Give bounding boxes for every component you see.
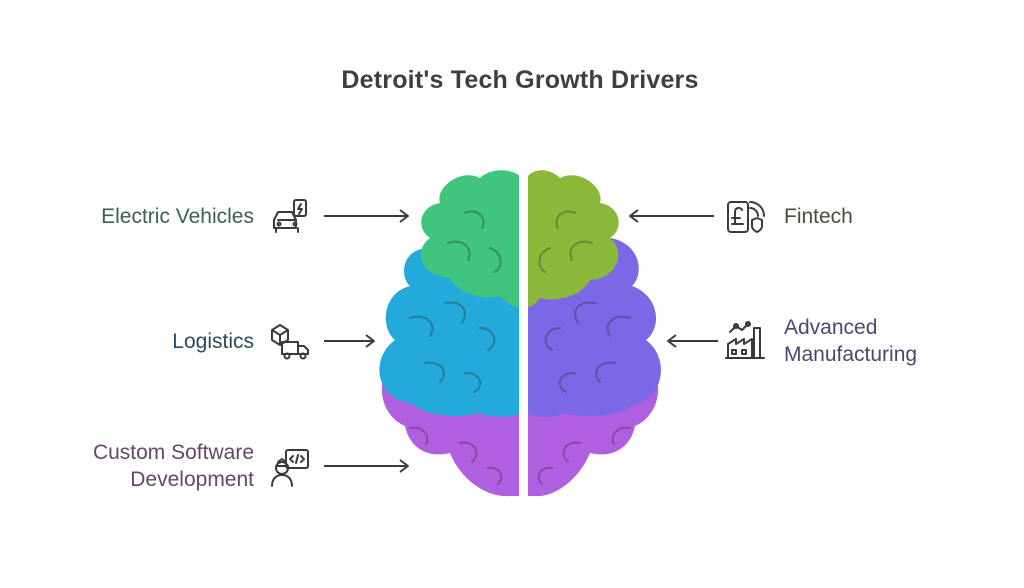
label-fintech: Fintech xyxy=(784,203,984,230)
developer-icon xyxy=(266,444,312,490)
electric-car-icon xyxy=(266,194,312,240)
label-custom-software-development: Custom Software Development xyxy=(40,439,254,493)
arrow-electric-vehicles xyxy=(322,206,412,226)
label-custom-software-line2: Development xyxy=(40,466,254,493)
label-custom-software-line1: Custom Software xyxy=(40,439,254,466)
arrow-advanced-manufacturing xyxy=(664,331,720,351)
label-advanced-manufacturing-line2: Manufacturing xyxy=(784,341,1004,368)
arrow-fintech xyxy=(626,206,716,226)
label-logistics: Logistics xyxy=(40,328,254,355)
brain-graphic xyxy=(370,168,670,500)
arrow-custom-software-development xyxy=(322,456,412,476)
delivery-truck-icon xyxy=(266,318,312,364)
label-electric-vehicles: Electric Vehicles xyxy=(40,203,254,230)
label-advanced-manufacturing: Advanced Manufacturing xyxy=(784,314,1004,368)
factory-icon xyxy=(722,318,768,364)
label-advanced-manufacturing-line1: Advanced xyxy=(784,314,1004,341)
diagram-title: Detroit's Tech Growth Drivers xyxy=(0,66,1024,95)
fintech-icon xyxy=(722,194,768,240)
arrow-logistics xyxy=(322,331,378,351)
